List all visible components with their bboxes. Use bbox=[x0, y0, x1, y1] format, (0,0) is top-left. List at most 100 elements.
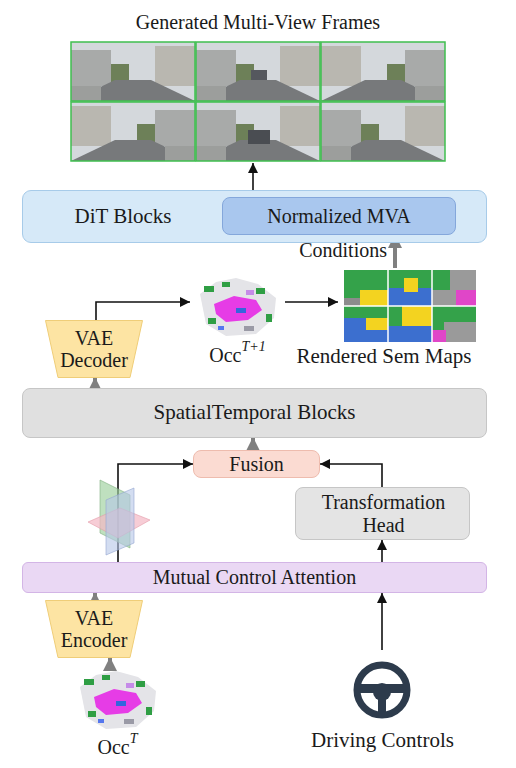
wheel-rim bbox=[357, 665, 407, 715]
node-label: DiT Blocks bbox=[74, 205, 171, 229]
occupancy-image bbox=[80, 671, 156, 729]
text-box: Transformation Head bbox=[308, 488, 459, 539]
sem-region bbox=[388, 288, 432, 306]
steering-wheel-icon bbox=[357, 665, 407, 715]
flow-arrow bbox=[251, 438, 255, 450]
sem-region bbox=[404, 278, 418, 292]
sem-region bbox=[388, 306, 402, 326]
frames-panel: Generated Multi-View Frames bbox=[70, 6, 446, 163]
flow-arrow bbox=[96, 302, 190, 320]
text-box: Fusion bbox=[194, 451, 319, 477]
sem-region bbox=[360, 290, 388, 306]
text-box: SpatialTemporal Blocks bbox=[23, 389, 486, 437]
grid-line bbox=[431, 270, 433, 342]
car bbox=[248, 130, 270, 144]
sem-region bbox=[344, 298, 360, 306]
frame-border bbox=[321, 102, 445, 161]
text-box: Rendered Sem Maps bbox=[286, 344, 482, 370]
node-label: Occ bbox=[98, 736, 130, 758]
flow-arrow bbox=[118, 464, 193, 562]
semantic-map-node: Rendered Sem Maps bbox=[338, 268, 482, 368]
node-label: Driving Controls bbox=[311, 729, 454, 753]
flow-arrow bbox=[320, 464, 382, 487]
wheel-hub bbox=[373, 683, 391, 701]
sem-region bbox=[444, 322, 476, 342]
superscript-text: T bbox=[130, 731, 138, 747]
transformation-box: Transformation Head bbox=[295, 487, 470, 540]
grid-line bbox=[344, 305, 476, 307]
flow-arrow bbox=[285, 301, 338, 303]
spatiotemporal-band: SpatialTemporal Blocks bbox=[22, 388, 487, 438]
node-label: Normalized MVA bbox=[267, 205, 411, 227]
wheel-spoke bbox=[358, 684, 406, 693]
sem-region bbox=[388, 326, 432, 342]
camera-frame bbox=[321, 42, 445, 101]
node-label: Fusion bbox=[229, 453, 283, 475]
frame-border bbox=[71, 42, 195, 101]
flow-arrow bbox=[381, 540, 383, 562]
node-label: Occ bbox=[209, 344, 241, 366]
frame-grid bbox=[71, 42, 445, 161]
node-label: VAE Encoder bbox=[51, 607, 137, 652]
plane bbox=[100, 480, 130, 548]
occupancy-node: OccT+1 bbox=[190, 272, 285, 368]
frame-border bbox=[71, 102, 195, 161]
frame-border bbox=[196, 42, 320, 101]
node-label: Rendered Sem Maps bbox=[297, 345, 472, 369]
dit-band: DiT Blocks Normalized MVA bbox=[22, 190, 487, 243]
car bbox=[251, 70, 267, 80]
sem-region bbox=[432, 270, 450, 290]
encoder-trapezoid: VAE Encoder bbox=[45, 600, 143, 658]
camera-frame bbox=[71, 102, 195, 161]
sem-region bbox=[344, 306, 388, 318]
fusion-box: Fusion bbox=[193, 450, 320, 478]
sem-region bbox=[432, 330, 446, 342]
sem-region bbox=[456, 290, 476, 306]
sem-region bbox=[388, 306, 432, 342]
text-box: Generated Multi-View Frames bbox=[70, 6, 446, 38]
camera-frame bbox=[321, 102, 445, 161]
text-box: DiT Blocks bbox=[23, 191, 223, 242]
frame-border bbox=[196, 102, 320, 161]
camera-frame bbox=[196, 42, 320, 101]
plane bbox=[106, 488, 134, 555]
text-box: VAE Encoder bbox=[51, 600, 137, 658]
occupancy-image bbox=[200, 278, 276, 336]
text-box: Normalized MVA bbox=[223, 198, 455, 234]
wheel-spoke bbox=[378, 692, 386, 714]
node-label: Generated Multi-View Frames bbox=[136, 11, 380, 33]
sem-region bbox=[432, 270, 476, 306]
occupancy-node: OccT bbox=[70, 666, 165, 760]
frame-border bbox=[321, 42, 445, 101]
text-box: OccT+1 bbox=[190, 342, 285, 368]
sem-region bbox=[344, 270, 388, 306]
camera-frame bbox=[71, 42, 195, 101]
sem-region bbox=[344, 306, 388, 342]
triplane-icon bbox=[88, 480, 150, 555]
node-label: Mutual Control Attention bbox=[153, 566, 356, 588]
semantic-map-grid bbox=[344, 270, 476, 342]
flow-arrow bbox=[381, 593, 383, 650]
text-box: Mutual Control Attention bbox=[23, 563, 486, 592]
decoder-trapezoid: VAE Decoder bbox=[45, 320, 143, 378]
control-node: Driving Controls bbox=[290, 650, 475, 758]
sem-region bbox=[432, 306, 476, 342]
node-label: VAE Decoder bbox=[51, 327, 137, 372]
node-label: SpatialTemporal Blocks bbox=[153, 401, 355, 425]
flow-arrow bbox=[93, 593, 97, 600]
text-box: VAE Decoder bbox=[51, 320, 137, 378]
text-box: OccT bbox=[70, 734, 165, 760]
trapezoid-outline bbox=[46, 321, 143, 378]
flow-arrow bbox=[252, 163, 254, 190]
text-box: Driving Controls bbox=[290, 728, 475, 754]
superscript-text: T+1 bbox=[241, 339, 265, 355]
attention-band: Mutual Control Attention bbox=[22, 562, 487, 593]
node-label: Transformation Head bbox=[308, 491, 459, 536]
flow-arrow bbox=[108, 658, 112, 666]
flow-arrow bbox=[93, 378, 97, 388]
trapezoid-outline bbox=[46, 601, 143, 658]
grid-line bbox=[387, 270, 389, 342]
sem-region bbox=[388, 270, 432, 288]
